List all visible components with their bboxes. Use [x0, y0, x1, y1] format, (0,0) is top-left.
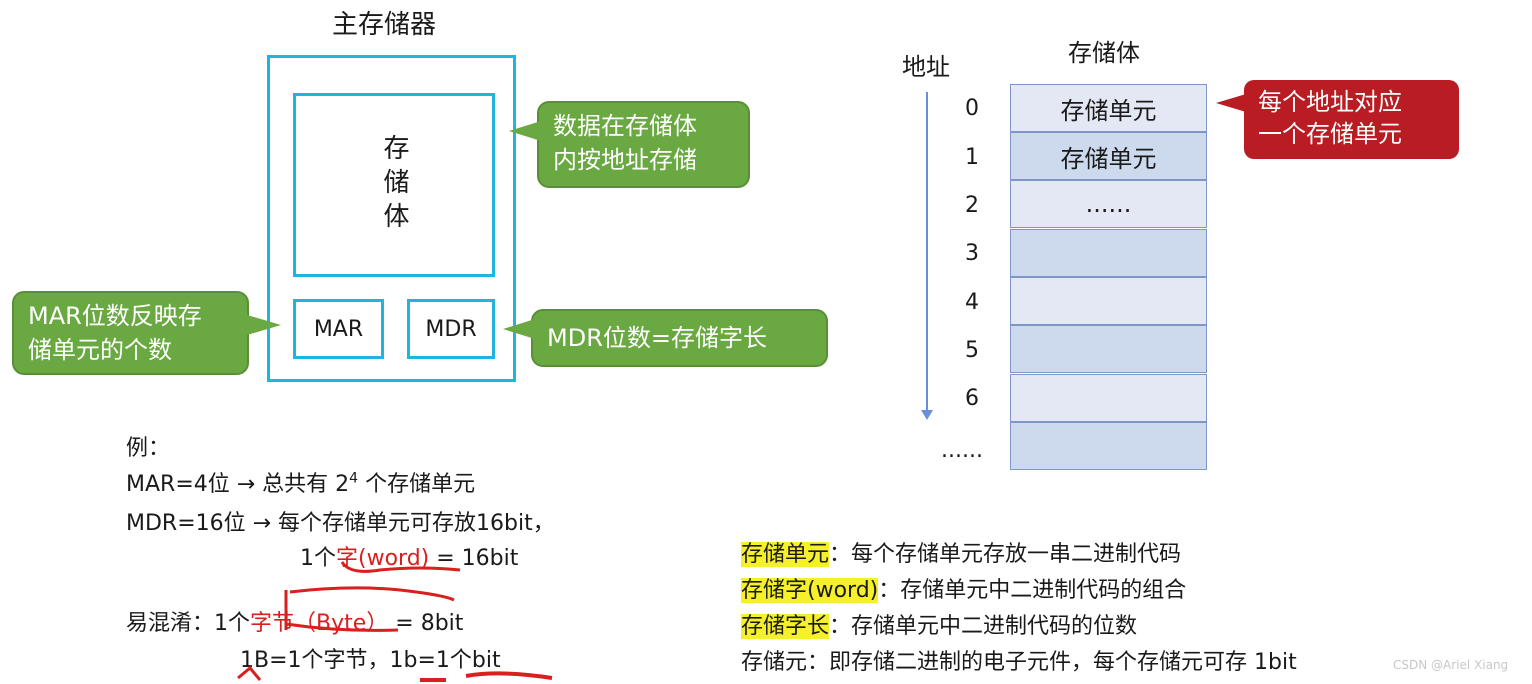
definition-row: 存储字长：存储单元中二进制代码的位数 — [741, 608, 1137, 640]
memory-cell: 存储单元 — [1010, 132, 1207, 180]
address-value: 1 — [965, 145, 979, 170]
address-label: 地址 — [902, 53, 950, 81]
callout-address-mapping: 每个地址对应 一个存储单元 — [1216, 80, 1459, 159]
example-text: 1个 — [214, 611, 251, 636]
address-arrow-icon — [921, 92, 933, 420]
definition-desc: ：存储单元中二进制代码的位数 — [829, 614, 1138, 639]
memory-cell: 存储单元 — [1010, 84, 1207, 132]
arrow-mark — [237, 665, 262, 681]
mdr-register: MDR — [407, 299, 495, 359]
definition-desc: ：即存储二进制的电子元件，每个存储元可存 1bit — [807, 650, 1297, 675]
mar-register: MAR — [293, 299, 384, 359]
callout-mdr: MDR位数=存储字长 — [503, 309, 828, 367]
definition-desc: ：每个存储单元存放一串二进制代码 — [829, 542, 1182, 567]
example-heading: 例： — [126, 436, 171, 461]
callout-data-storage: 数据在存储体 内按地址存储 — [509, 101, 750, 188]
example-line-mar: MAR=4位 → 总共有 24 个存储单元 — [126, 466, 475, 498]
confusion-line: 易混淆：1个字节（Byte） = 8bit — [126, 605, 463, 637]
definition-row: 存储字(word)：存储单元中二进制代码的组合 — [741, 572, 1186, 604]
callout-line: 内按地址存储 — [553, 146, 697, 174]
example-text: 个存储单元 — [358, 472, 476, 497]
address-value: 4 — [965, 290, 979, 315]
memory-cell: ...... — [1010, 180, 1207, 228]
callout-line: 每个地址对应 — [1258, 88, 1402, 116]
main-memory-title: 主存储器 — [332, 10, 437, 40]
handwritten-annotations — [237, 561, 553, 682]
memory-cell — [1010, 229, 1207, 277]
storage-body-box: 存储体 — [293, 93, 495, 277]
memory-cell — [1010, 277, 1207, 325]
callout-line: 储单元的个数 — [28, 336, 172, 364]
byte-term: 字节（Byte） — [250, 611, 389, 636]
example-text: MAR=4位 → 总共有 2 — [126, 472, 350, 497]
definition-term: 存储字(word) — [741, 578, 879, 603]
definition-row: 存储单元：每个存储单元存放一串二进制代码 — [741, 536, 1181, 568]
callout-mar: MAR位数反映存 储单元的个数 — [12, 291, 281, 375]
memory-table-title: 存储体 — [1068, 39, 1140, 67]
definition-row: 存储元：即存储二进制的电子元件，每个存储元可存 1bit — [741, 644, 1297, 676]
address-value: 3 — [965, 241, 979, 266]
callout-line: 数据在存储体 — [553, 112, 697, 140]
address-value: ...... — [941, 438, 983, 463]
example-line-mdr: MDR=16位 → 每个存储单元可存放16bit， — [126, 511, 555, 536]
callout-line: 一个存储单元 — [1258, 120, 1402, 148]
memory-cell — [1010, 325, 1207, 373]
exponent: 4 — [349, 470, 359, 487]
example-text: = 8bit — [388, 611, 464, 636]
definition-desc: ：存储单元中二进制代码的组合 — [878, 578, 1187, 603]
underline-stroke — [420, 671, 553, 682]
confusion-label: 易混淆： — [126, 611, 215, 636]
address-value: 5 — [965, 338, 979, 363]
watermark: CSDN @Ariel Xiang — [1393, 658, 1509, 672]
callout-line: MAR位数反映存 — [28, 302, 202, 330]
memory-cell — [1010, 374, 1207, 422]
example-text: 1个 — [300, 546, 336, 571]
main-memory-box — [267, 55, 516, 382]
definition-term: 存储字长 — [741, 614, 830, 639]
underline-stroke — [340, 561, 461, 573]
address-value: 6 — [965, 386, 979, 411]
confusion-line-2: 1B=1个字节，1b=1个bit — [240, 648, 501, 673]
address-value: 0 — [965, 96, 979, 121]
definition-term: 存储元 — [741, 650, 808, 675]
storage-body-label: 存储体 — [379, 134, 409, 236]
definition-term: 存储单元 — [741, 542, 830, 567]
memory-cell — [1010, 422, 1207, 470]
address-value: 2 — [965, 193, 979, 218]
circle-stroke — [284, 586, 455, 632]
example-text: = 16bit — [429, 546, 519, 571]
